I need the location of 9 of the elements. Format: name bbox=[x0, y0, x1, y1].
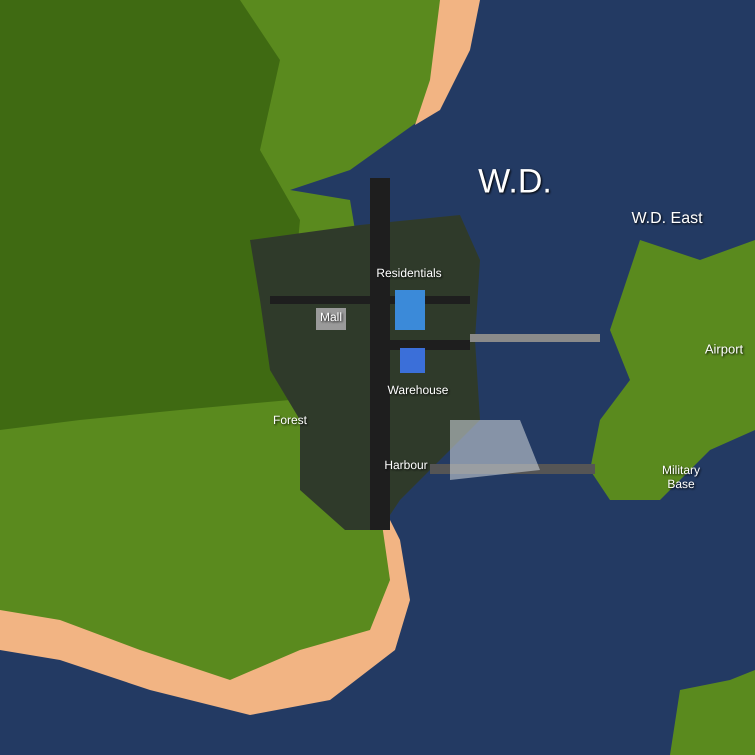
place-label: Residentials bbox=[376, 267, 442, 281]
place-label: Mall bbox=[320, 311, 342, 325]
place-label: Harbour bbox=[384, 459, 428, 473]
place-label: W.D. bbox=[478, 162, 552, 202]
place-label: Military Base bbox=[661, 464, 701, 492]
place-label: Warehouse bbox=[388, 384, 448, 398]
place-label: W.D. East bbox=[631, 210, 703, 228]
place-label: Forest bbox=[273, 414, 307, 428]
place-label: Airport bbox=[704, 342, 744, 358]
